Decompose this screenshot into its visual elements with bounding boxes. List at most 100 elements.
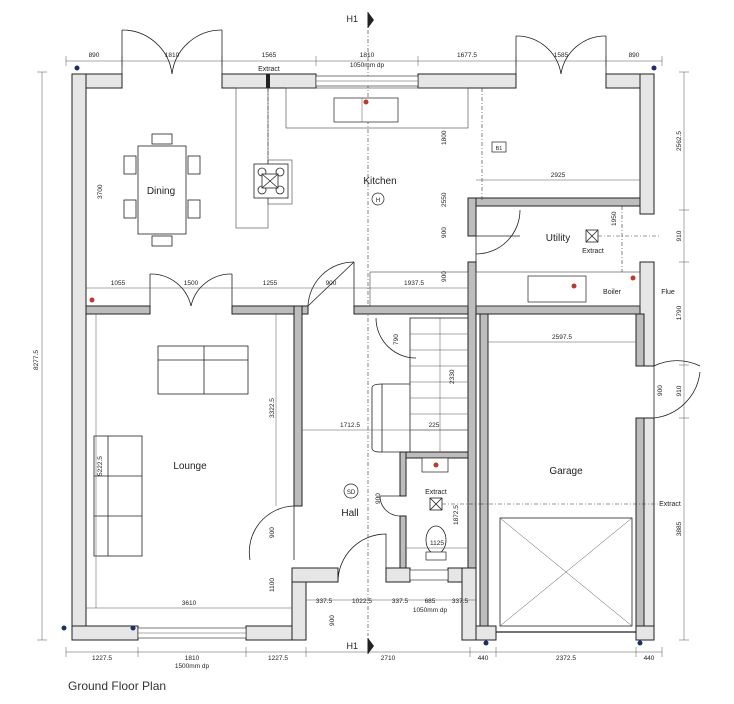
dim-row-5: 1937.5: [404, 280, 424, 287]
dim-front-1: 337.5: [316, 598, 333, 605]
section-marker-top: H1: [346, 12, 374, 28]
dim-left-total: 8277.5: [33, 350, 40, 370]
label-boiler: Boiler: [603, 289, 622, 296]
label-flue: Flue: [661, 289, 675, 296]
dim-wc-h: 1872.5: [453, 505, 460, 525]
wc-fittings: [421, 457, 660, 561]
dim-garage-door: 900: [657, 385, 664, 396]
dim-bottom-1: 1227.5: [92, 655, 112, 662]
dim-lounge-h2: 3322.5: [269, 398, 276, 418]
annotations: Extract Extract Extract Extract Boiler F…: [258, 66, 681, 508]
dim-kitchen-v: 1800: [441, 130, 448, 145]
dim-right-2: 910: [676, 230, 683, 241]
lounge-furniture: [93, 345, 249, 557]
window-bottom-depth: 1500mm dp: [175, 663, 210, 670]
dim-lounge-h: 5222.5: [97, 456, 104, 476]
dim-stair-225: 225: [429, 422, 440, 429]
dim-kitchen-v3: 900: [441, 227, 448, 238]
dim-top-5: 1677.5: [457, 52, 477, 59]
label-extract-wc: Extract: [425, 489, 447, 496]
internal-walls: [85, 197, 645, 627]
dim-front-2: 1022.5: [352, 598, 372, 605]
dim-bottom-7: 440: [644, 655, 655, 662]
room-kitchen: Kitchen: [363, 176, 396, 187]
room-utility: Utility: [546, 233, 570, 244]
external-walls: [71, 73, 655, 641]
dim-lounge-w: 3610: [182, 600, 197, 607]
dim-right-4: 910: [676, 385, 683, 396]
dim-right-3: 1790: [676, 305, 683, 320]
dim-row-4: 900: [326, 280, 337, 287]
utility-tap-icon: [571, 283, 577, 289]
plan-title: Ground Floor Plan: [68, 679, 167, 693]
room-hall: Hall: [341, 508, 358, 519]
dim-bottom-3: 1227.5: [268, 655, 288, 662]
label-extract-garage: Extract: [659, 501, 681, 508]
heat-detector-icon: [371, 192, 385, 206]
window-top-depth: 1050mm dp: [350, 62, 385, 69]
dim-hall-900: 900: [375, 493, 382, 504]
dim-kitchen-v2: 2550: [441, 192, 448, 207]
doors: [121, 29, 701, 583]
kitchen-sink: [333, 97, 399, 123]
dim-top-4: 1810: [360, 52, 375, 59]
section-marker-bottom: H1: [346, 638, 374, 654]
left-dimension: 8277.5: [33, 71, 47, 641]
dim-bottom-5: 440: [478, 655, 489, 662]
dim-top-2: 1810: [165, 52, 180, 59]
corner-markers: [61, 65, 657, 646]
dim-garage-w: 2597.5: [552, 334, 572, 341]
dim-front-5: 337.5: [452, 598, 469, 605]
garage-door: [496, 517, 636, 633]
dim-bottom-4: 2710: [381, 655, 396, 662]
dim-lounge-low: 1100: [269, 578, 276, 592]
dim-row-1: 1055: [111, 280, 126, 287]
b1-symbol: [491, 141, 507, 153]
dim-top-1: 890: [89, 52, 100, 59]
inner-dimensions: 3700 1800 2550 900 900 2925 1950 1055 15…: [86, 130, 664, 626]
dim-right-5: 3885: [676, 521, 683, 536]
dim-top-7: 890: [629, 52, 640, 59]
staircase: [371, 317, 469, 453]
section-label-top: H1: [346, 14, 358, 24]
dim-stair-w: 1712.5: [340, 422, 360, 429]
dim-kitchen-v4: 900: [441, 271, 448, 282]
dim-top-3: 1565: [262, 52, 277, 59]
dim-front-900: 900: [329, 615, 336, 626]
right-dimension-chain: 2562.5 910 1790 910 3885: [676, 71, 689, 641]
dim-front-3: 337.5: [392, 598, 409, 605]
dim-utility-w: 2925: [551, 172, 566, 179]
label-extract-utility: Extract: [582, 248, 604, 255]
dim-row-3: 1255: [263, 280, 278, 287]
top-dimension-chain: 890 1810 1565 1810 1677.5 1585 890 1050m…: [65, 52, 663, 69]
dim-stair-790: 790: [393, 334, 400, 345]
dim-dining-h: 3700: [97, 184, 104, 199]
dim-wc-w: 1125: [430, 540, 444, 547]
dim-stair-2330: 2330: [449, 369, 456, 384]
room-lounge: Lounge: [173, 461, 207, 472]
dim-bottom-6: 2372.5: [556, 655, 576, 662]
dim-bottom-2: 1810: [185, 655, 200, 662]
dim-row-2: 1500: [184, 280, 199, 287]
dim-lounge-door: 900: [269, 527, 276, 538]
section-label-bottom: H1: [346, 641, 358, 651]
smoke-detector-label: SD: [347, 490, 356, 496]
room-garage: Garage: [549, 466, 583, 477]
kitchen-units: B1: [235, 74, 660, 307]
dining-table: [123, 133, 201, 247]
room-dining: Dining: [147, 186, 175, 197]
window-wc-depth: 1050mm dp: [413, 607, 448, 614]
heat-detector-label: H: [376, 198, 380, 204]
b1-label: B1: [496, 146, 503, 152]
dim-top-6: 1585: [554, 52, 569, 59]
room-labels: Dining Kitchen Utility Lounge Hall Garag…: [147, 176, 583, 519]
utility-sink: [527, 275, 587, 303]
red-markers: [89, 275, 636, 303]
smoke-detector-icon: [343, 483, 359, 499]
dim-right-1: 2562.5: [676, 131, 683, 151]
dim-front-4: 685: [425, 598, 436, 605]
sink-tap-icon: [363, 99, 369, 105]
dim-utility-v: 1950: [611, 211, 618, 226]
bottom-dimension-chain: 1227.5 1810 1227.5 2710 440 2372.5 440 1…: [65, 647, 663, 670]
